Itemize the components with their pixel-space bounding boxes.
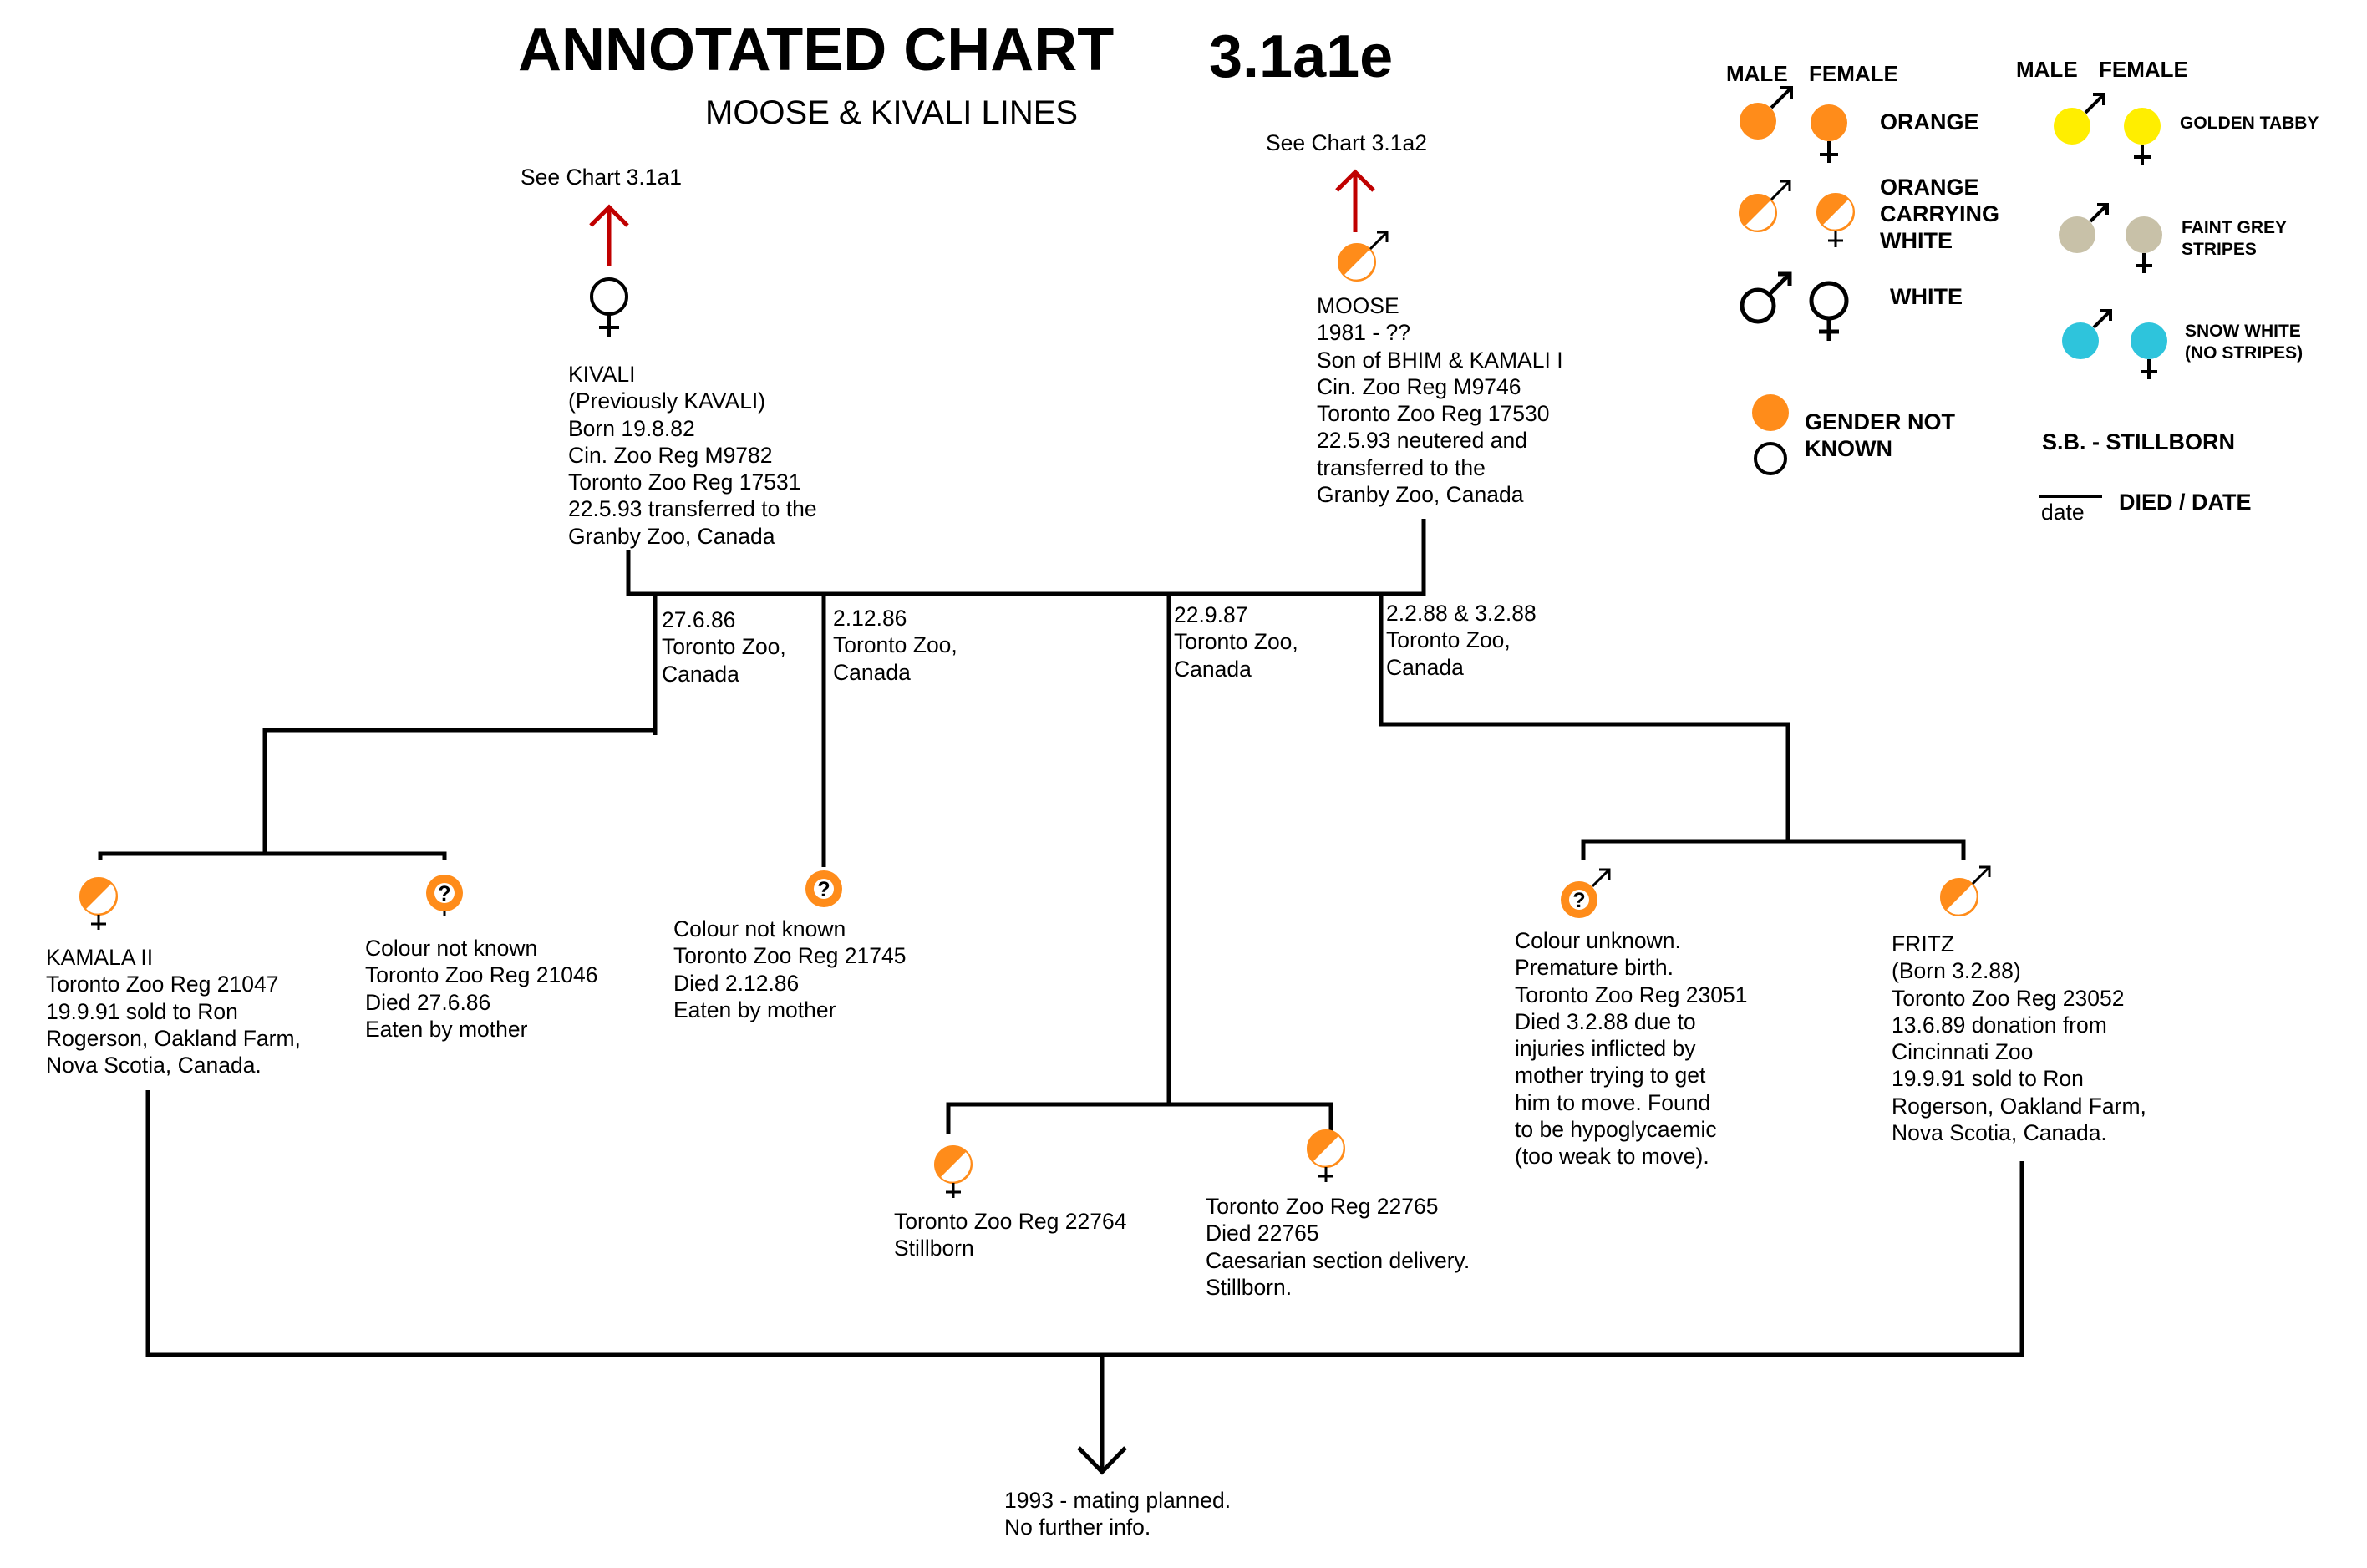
litter-label-1: 27.6.86 Toronto Zoo, Canada bbox=[662, 607, 786, 687]
svg-text:?: ? bbox=[438, 882, 450, 906]
legend-label-gender-not-known: GENDER NOT KNOWN bbox=[1805, 409, 1956, 461]
parent-kivali-text: KIVALI (Previously KAVALI) Born 19.8.82 … bbox=[568, 362, 817, 549]
litter-label-4: 2.2.88 & 3.2.88 Toronto Zoo, Canada bbox=[1386, 601, 1537, 680]
legend-label-snow-white: SNOW WHITE (NO STRIPES) bbox=[2185, 322, 2304, 363]
page-subtitle: MOOSE & KIVALI LINES bbox=[705, 94, 1079, 131]
cub-kamala-ii-text: KAMALA II Toronto Zoo Reg 21047 19.9.91 … bbox=[46, 945, 301, 1078]
outcome-text: 1993 - mating planned. No further info. bbox=[1004, 1488, 1232, 1540]
arrow-up-icon-kivali bbox=[589, 204, 629, 266]
gender-unknown-icon: ? bbox=[426, 875, 463, 916]
legend-faint-grey-male-icon bbox=[2059, 203, 2109, 253]
male-unknown-colour-icon: ? bbox=[1561, 868, 1611, 918]
orange-carrying-white-male-icon bbox=[1338, 231, 1389, 282]
legend-label-orange: ORANGE bbox=[1880, 109, 1979, 134]
cub-21745-text: Colour not known Toronto Zoo Reg 21745 D… bbox=[673, 916, 907, 1022]
svg-text:?: ? bbox=[817, 878, 830, 901]
svg-text:?: ? bbox=[1572, 889, 1585, 912]
legend-label-died-date-sub: date bbox=[2041, 500, 2085, 525]
gender-unknown-icon: ? bbox=[805, 870, 842, 907]
legend-white-male-icon bbox=[1740, 271, 1792, 324]
litter-label-2: 2.12.86 Toronto Zoo, Canada bbox=[833, 606, 957, 685]
chart-code: 3.1a1e bbox=[1209, 23, 1394, 90]
legend-label-white: WHITE bbox=[1890, 284, 1963, 309]
connector-lines bbox=[98, 519, 2024, 1475]
legend-label-stillborn: S.B. - STILLBORN bbox=[2042, 429, 2235, 454]
cub-fritz-text: FRITZ (Born 3.2.88) Toronto Zoo Reg 2305… bbox=[1892, 931, 2146, 1146]
legend-label-faint-grey-stripes: FAINT GREY STRIPES bbox=[2182, 218, 2288, 259]
legend-header-male-left: MALE bbox=[1726, 61, 1788, 86]
orange-carrying-white-female-icon bbox=[934, 1145, 973, 1198]
legend-gender-unknown-orange-icon bbox=[1752, 394, 1789, 431]
parent-moose-text: MOOSE 1981 - ?? Son of BHIM & KAMALI I C… bbox=[1317, 293, 1563, 508]
cub-22764-text: Toronto Zoo Reg 22764 Stillborn bbox=[894, 1209, 1127, 1261]
legend-header-male-right: MALE bbox=[2016, 57, 2078, 82]
legend-label-golden-tabby: GOLDEN TABBY bbox=[2180, 114, 2319, 133]
reference-kivali: See Chart 3.1a1 bbox=[521, 165, 682, 190]
cub-21046-text: Colour not known Toronto Zoo Reg 21046 D… bbox=[365, 936, 598, 1042]
legend-golden-tabby-female-icon bbox=[2124, 108, 2161, 165]
legend-gender-unknown-white-icon bbox=[1754, 442, 1787, 475]
cub-23051-text: Colour unknown. Premature birth. Toronto… bbox=[1515, 928, 1748, 1170]
page-title: ANNOTATED CHART bbox=[518, 17, 1115, 84]
legend-header-female-right: FEMALE bbox=[2099, 57, 2188, 82]
arrow-up-icon-moose bbox=[1335, 169, 1375, 232]
orange-carrying-white-male-icon bbox=[1940, 865, 1991, 916]
litter-label-3: 22.9.87 Toronto Zoo, Canada bbox=[1174, 602, 1298, 682]
reference-moose: See Chart 3.1a2 bbox=[1266, 130, 1427, 155]
white-female-icon bbox=[590, 277, 628, 337]
legend-label-orange-carrying-white: ORANGE CARRYING WHITE bbox=[1880, 175, 2000, 253]
legend-snow-white-male-icon bbox=[2062, 309, 2112, 359]
legend-faint-grey-female-icon bbox=[2126, 216, 2162, 273]
legend-label-died-date: DIED / DATE bbox=[2119, 490, 2252, 515]
legend-white-female-icon bbox=[1809, 281, 1849, 341]
legend-orange-female-icon bbox=[1811, 104, 1847, 163]
legend-golden-tabby-male-icon bbox=[2054, 93, 2105, 145]
orange-carrying-white-female-icon bbox=[79, 877, 118, 930]
legend-orange-carrying-white-female-icon bbox=[1816, 193, 1855, 247]
cub-22765-text: Toronto Zoo Reg 22765 Died 22765 Caesari… bbox=[1206, 1194, 1470, 1300]
legend-snow-white-female-icon bbox=[2131, 322, 2167, 379]
legend-header-female-left: FEMALE bbox=[1809, 61, 1898, 86]
orange-carrying-white-female-icon bbox=[1307, 1129, 1345, 1182]
legend-orange-male-icon bbox=[1740, 86, 1793, 140]
legend-orange-carrying-white-male-icon bbox=[1739, 180, 1791, 232]
